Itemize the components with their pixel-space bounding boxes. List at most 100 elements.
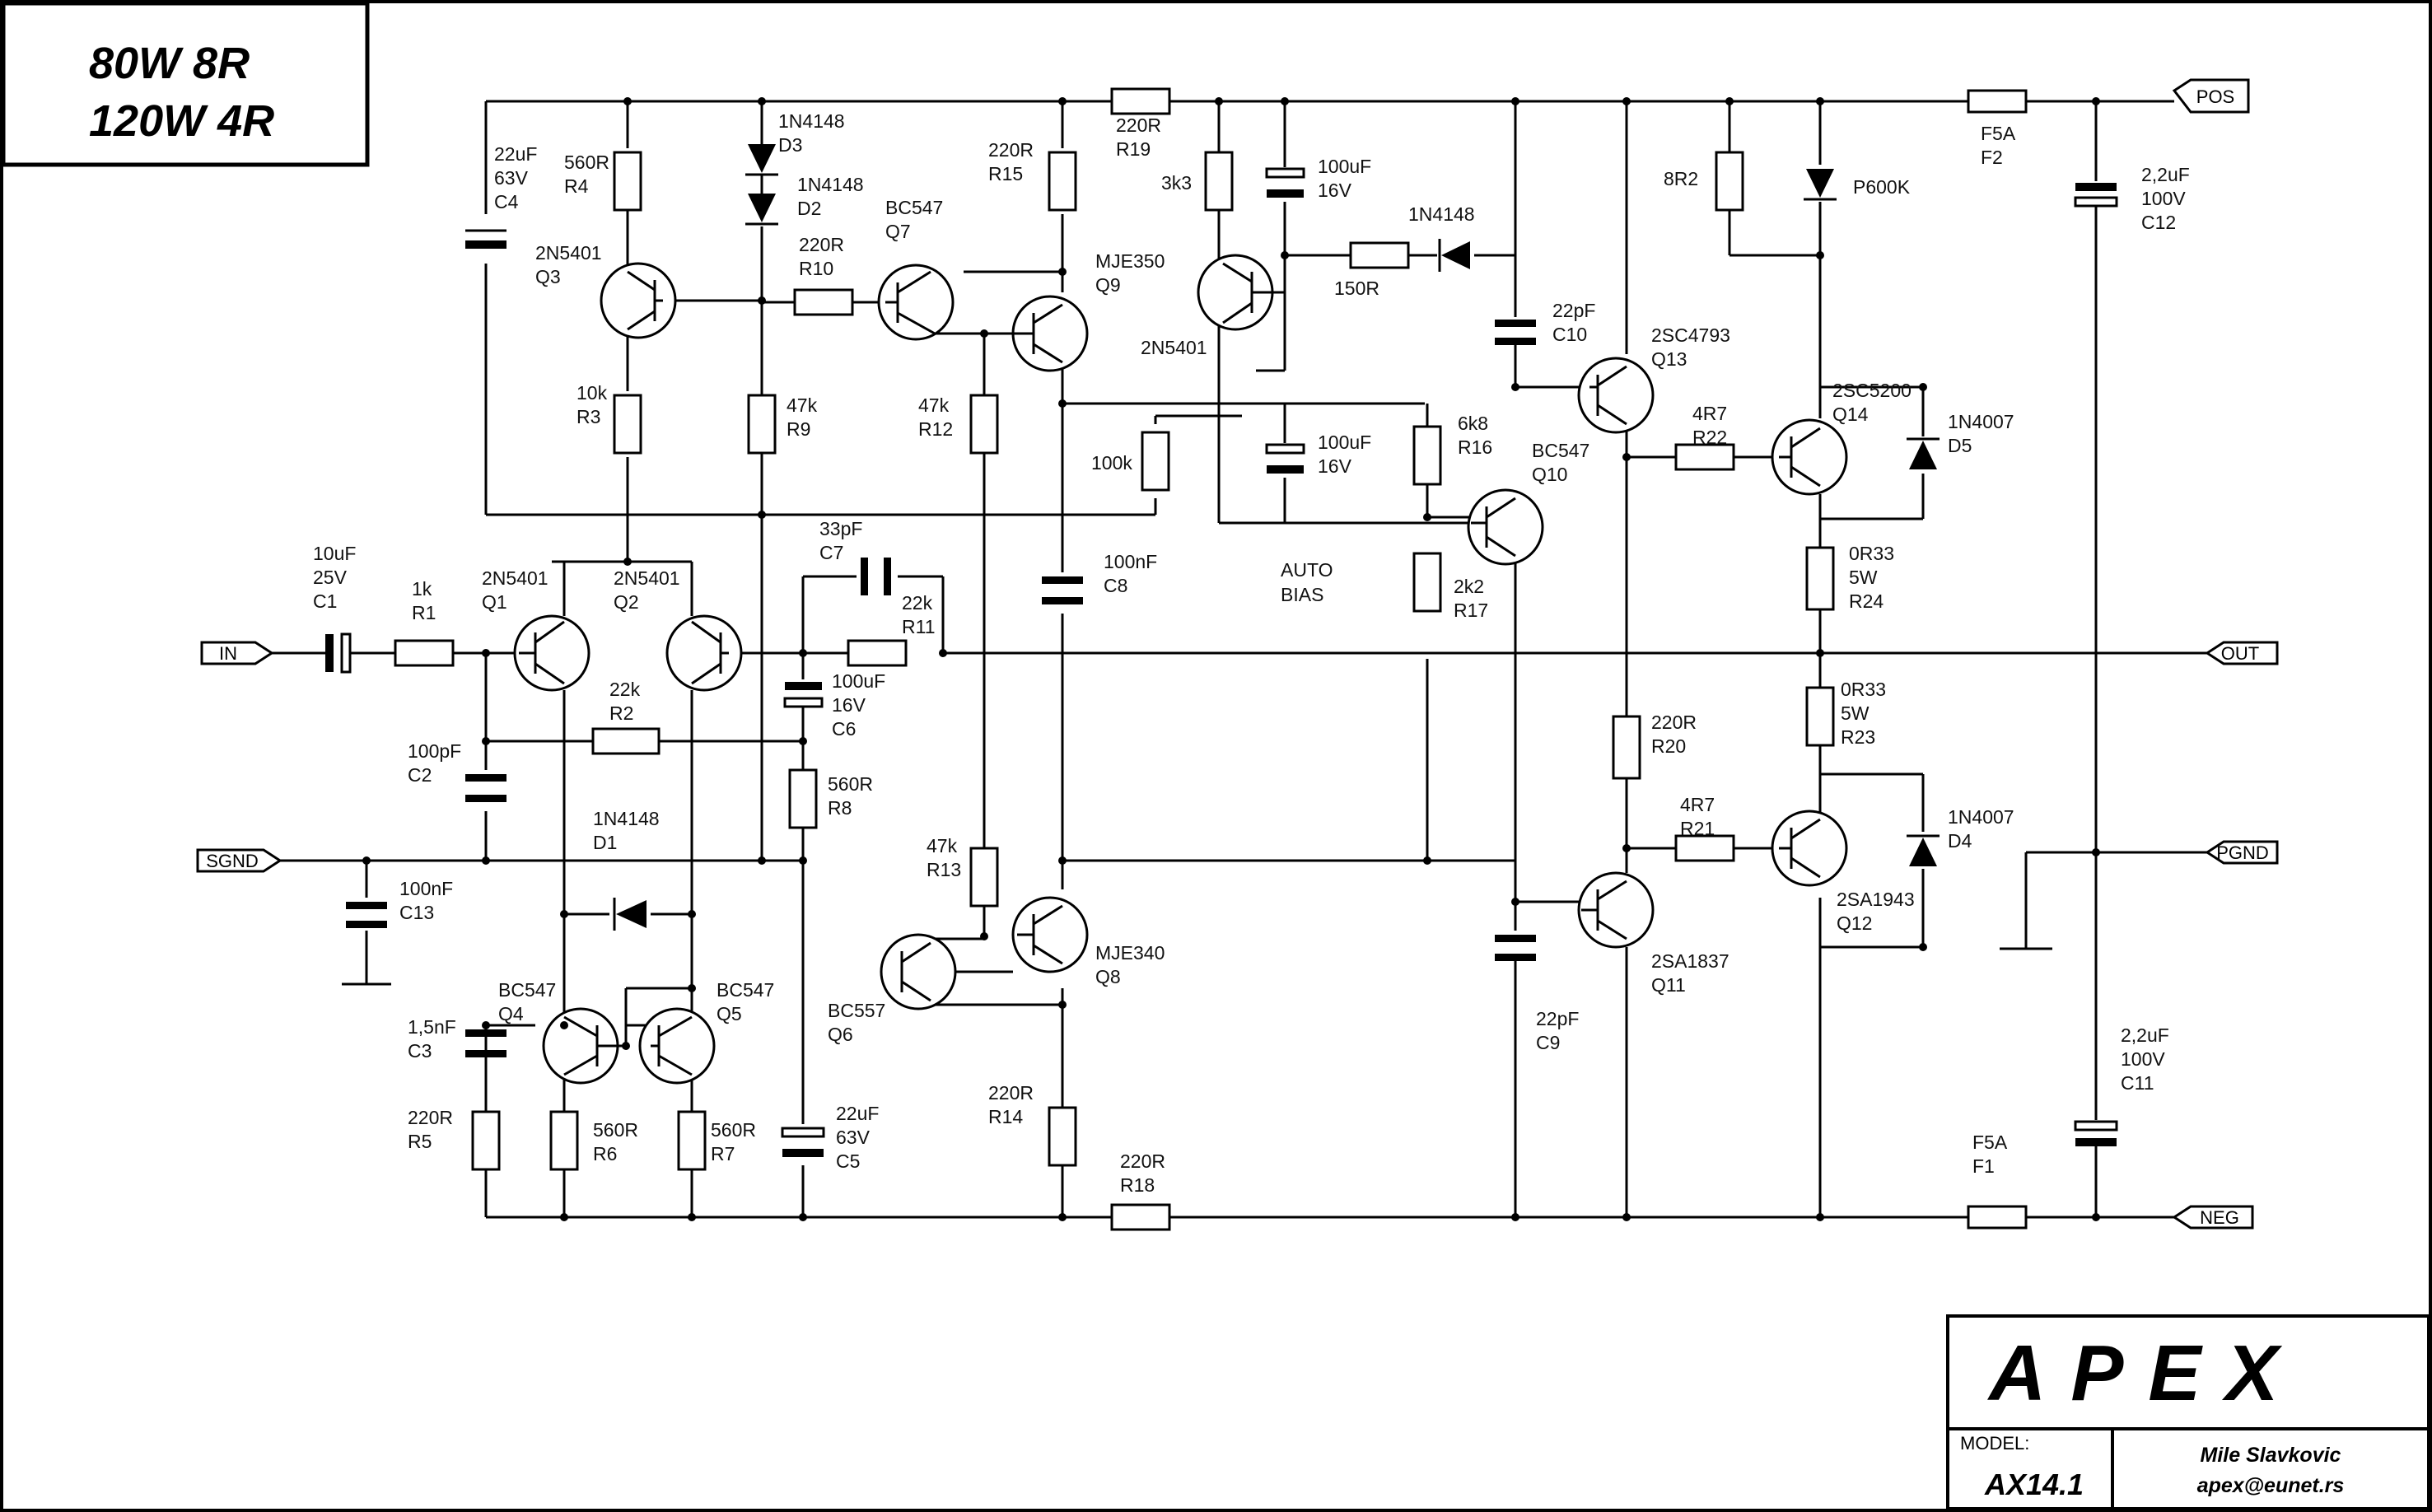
label-q3-1: Q3 <box>535 266 561 287</box>
resistor-R1 <box>394 639 455 667</box>
model-value: AX14.1 <box>1984 1468 2084 1501</box>
label-r19-0: 220R <box>1116 114 1161 136</box>
label-q2-0: 2N5401 <box>614 567 680 589</box>
fuse-F1 <box>1967 1205 2028 1230</box>
resistor-8R2 <box>1715 151 1744 212</box>
label-q_2n5401_c-0: 2N5401 <box>1141 337 1207 358</box>
transistor-Q6 <box>880 933 957 1010</box>
label-c_100u_a-0: 100uF <box>1318 156 1371 177</box>
transistor-Q14 <box>1771 418 1848 496</box>
label-q4-0: BC547 <box>498 979 556 1001</box>
resistor-R17 <box>1412 552 1442 613</box>
label-r2-1: R2 <box>609 702 633 724</box>
resistor-R5 <box>471 1110 501 1171</box>
label-d_1n4148_b-0: 1N4148 <box>1408 203 1475 225</box>
label-q5-1: Q5 <box>717 1003 742 1024</box>
transistor-Q9 <box>1011 295 1089 372</box>
label-c7-1: C7 <box>819 542 843 563</box>
label-r1-1: R1 <box>412 602 436 623</box>
capacitor-100uF-a <box>1267 189 1304 198</box>
label-r13-1: R13 <box>927 859 961 880</box>
label-d2-1: D2 <box>797 198 821 219</box>
label-r22-0: 4R7 <box>1692 403 1727 424</box>
transistor-Q5 <box>638 1007 716 1085</box>
label-f1-1: F1 <box>1972 1155 1995 1177</box>
title-block: APEX MODEL: AX14.1 Mile Slavkovic apex@e… <box>1946 1314 2430 1510</box>
transistor-2N5401-c <box>1197 254 1285 331</box>
capacitor-C10 <box>1495 338 1536 345</box>
transistor-Q7 <box>877 264 955 341</box>
label-c13-1: C13 <box>399 902 434 923</box>
resistor-R4 <box>613 151 642 212</box>
label-c5-0: 22uF <box>836 1103 879 1124</box>
resistor-R10 <box>793 288 854 316</box>
label-r23-2: R23 <box>1841 726 1875 748</box>
label-r_100k-0: 100k <box>1091 452 1132 474</box>
label-d1-1: D1 <box>593 832 617 853</box>
resistor-R2 <box>591 727 661 755</box>
label-c12-1: 100V <box>2141 188 2186 209</box>
label-r11-1: R11 <box>902 616 936 637</box>
author-name: Mile Slavkovic <box>2201 1444 2341 1467</box>
resistor-R23 <box>1805 686 1835 747</box>
label-f2-1: F2 <box>1981 147 2003 168</box>
label-r6-1: R6 <box>593 1143 617 1164</box>
resistor-R14 <box>1048 1106 1077 1167</box>
label-c1-2: C1 <box>313 590 337 612</box>
label-r16-1: R16 <box>1458 436 1492 458</box>
label-p600k-0: P600K <box>1853 176 1911 198</box>
label-q5-0: BC547 <box>717 979 774 1001</box>
label-r23-1: 5W <box>1841 702 1870 724</box>
label-c6-1: 16V <box>832 694 866 716</box>
resistor-R19 <box>1110 87 1171 115</box>
diodes <box>613 132 1940 931</box>
label-r9-1: R9 <box>787 418 810 440</box>
author-email: apex@eunet.rs <box>2197 1474 2345 1497</box>
label-d1-0: 1N4148 <box>593 808 660 829</box>
resistor-R11 <box>847 639 908 667</box>
label-c11-2: C11 <box>2121 1072 2154 1094</box>
label-c_100u_b-1: 16V <box>1318 455 1352 477</box>
resistor-R22 <box>1674 443 1735 471</box>
label-r10-1: R10 <box>799 258 833 279</box>
model-label: MODEL: <box>1960 1433 2029 1454</box>
junction-dots <box>362 97 2100 1221</box>
label-q13-1: Q13 <box>1651 348 1687 370</box>
label-q14-1: Q14 <box>1832 404 1869 425</box>
logo: APEX <box>1987 1329 2303 1417</box>
port-out: OUT <box>2221 643 2259 664</box>
capacitor-C7 <box>884 558 891 595</box>
title-line-2: 120W 4R <box>89 96 274 146</box>
resistor-R3 <box>613 394 642 455</box>
label-c_100u_a-1: 16V <box>1318 180 1352 201</box>
label-c3-1: C3 <box>408 1040 432 1062</box>
label-d3-1: D3 <box>778 134 802 156</box>
label-c5-2: C5 <box>836 1150 860 1172</box>
title-line-1: 80W 8R <box>89 39 250 88</box>
label-r24-0: 0R33 <box>1849 543 1894 564</box>
capacitor-C13 <box>346 921 387 928</box>
capacitor-C3 <box>465 1050 506 1057</box>
label-d3-0: 1N4148 <box>778 110 845 132</box>
diode-1N4148-b <box>1441 241 1470 269</box>
label-f2-0: F5A <box>1981 123 2016 144</box>
label-r20-0: 220R <box>1651 712 1697 733</box>
capacitor-C1 <box>340 632 352 674</box>
capacitor-C4 <box>465 240 506 249</box>
label-r21-0: 4R7 <box>1680 794 1715 815</box>
label-c2-1: C2 <box>408 764 432 786</box>
label-r7-1: R7 <box>711 1143 735 1164</box>
port-pgnd: PGND <box>2216 842 2269 863</box>
label-r8r2-0: 8R2 <box>1664 168 1698 189</box>
note-bias: BIAS <box>1281 584 1323 605</box>
transistor-Q12 <box>1771 810 1848 887</box>
label-c4-0: 22uF <box>494 143 537 165</box>
label-r18-0: 220R <box>1120 1150 1165 1172</box>
diode-D1 <box>616 900 647 928</box>
label-c2-0: 100pF <box>408 740 461 762</box>
diode-D2 <box>748 194 776 222</box>
component-labels: 22uF63VC4560RR41N4148D31N4148D2220RR1522… <box>313 110 2190 1196</box>
capacitor-100uF-b <box>1267 465 1304 474</box>
diode-P600K <box>1806 169 1834 198</box>
capacitor-C2 <box>465 795 506 802</box>
